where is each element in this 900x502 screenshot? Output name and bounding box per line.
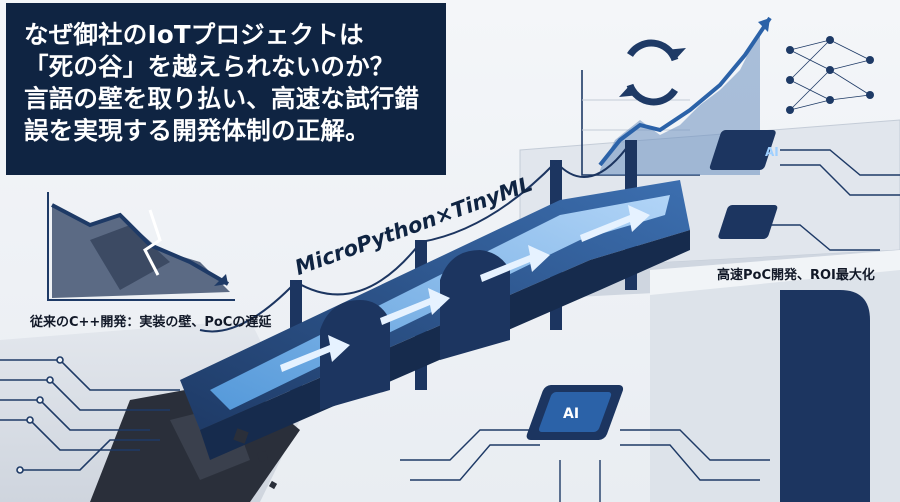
progress-arrows bbox=[280, 205, 650, 372]
chip-label-top: AI bbox=[765, 145, 779, 159]
ai-chip-bottom: AI bbox=[526, 385, 624, 440]
headline-line-2: 「死の谷」を越えられないのか？ bbox=[24, 52, 395, 81]
bridge-cables bbox=[199, 141, 632, 333]
label-rapid-poc: 高速PoC開発、ROI最大化 bbox=[717, 268, 875, 283]
rubble bbox=[233, 428, 278, 490]
cycle-icon bbox=[619, 39, 686, 106]
headline-line-1: なぜ御社のIoTプロジェクトは bbox=[24, 20, 364, 49]
mcu-chip-middle bbox=[718, 205, 778, 239]
headline-line-4: 誤を実現する開発体制の正解。 bbox=[24, 116, 370, 145]
headline-box: なぜ御社のIoTプロジェクトは 「死の谷」を越えられないのか？ 言語の壁を取り払… bbox=[6, 3, 446, 175]
circuit-traces-right bbox=[400, 149, 900, 502]
right-cliff-lower bbox=[650, 250, 900, 502]
ai-chip-top: AI bbox=[709, 130, 779, 170]
headline-line-3: 言語の壁を取り払い、高速な試行錯 bbox=[24, 84, 420, 113]
label-legacy-development: 従来のC++開発：実装の壁、PoCの遅延 bbox=[30, 315, 272, 330]
chip-label-bottom: AI bbox=[563, 406, 579, 422]
circuit-traces-left bbox=[0, 356, 180, 474]
falling-chart bbox=[47, 192, 235, 301]
neural-network-icon bbox=[786, 36, 874, 114]
